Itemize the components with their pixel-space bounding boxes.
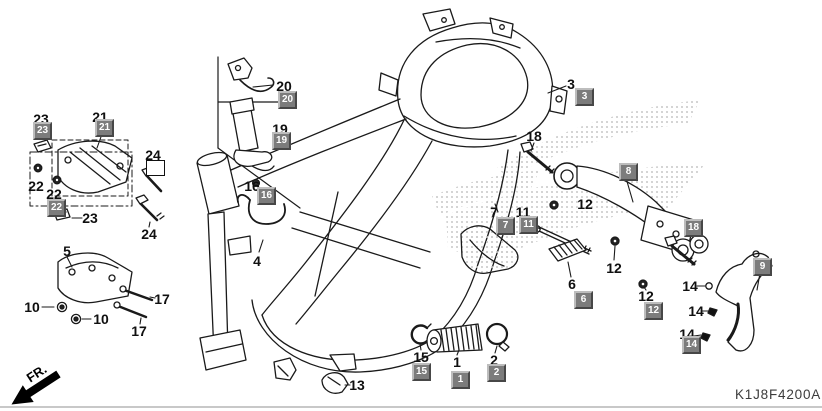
hook-part4 [236,194,286,225]
part-number-badge-15[interactable]: 15 [412,363,432,381]
main-frame-body [227,98,521,381]
part-number-badge-14[interactable]: 14 [682,336,702,354]
part-number-label-13: 13 [349,377,365,393]
part-number-label-14: 14 [688,303,704,319]
steering-column [196,151,247,371]
floor-bracket-part5 [56,252,154,325]
air-duct-part1 [426,323,483,353]
part-number-label-12: 12 [638,288,654,304]
cushion-part6 [548,238,587,262]
part-number-badge-9[interactable]: 9 [753,258,772,276]
part-number-label-10: 10 [24,299,40,315]
part-number-label-23: 23 [82,210,98,226]
band-clamp-part2 [485,322,510,352]
part-number-label-6: 6 [568,276,576,292]
part-number-badge-7[interactable]: 7 [496,217,515,235]
part-number-label-12: 12 [606,260,622,276]
bolt-part16 [251,178,261,188]
part-number-badge-22[interactable]: 22 [47,199,67,217]
part-number-label-7: 7 [490,204,498,220]
part-number-label-18: 18 [526,128,542,144]
honda-wing-watermark [432,100,706,263]
part-number-badge-6[interactable]: 6 [574,291,593,309]
rubber-mount-part7 [460,225,519,274]
stand-assembly-part19 [229,97,275,172]
part-number-badge-2[interactable]: 2 [487,364,506,382]
bolt-part18-right [664,235,697,266]
part-number-label-17: 17 [131,323,147,339]
nuts-part12 [549,200,648,289]
part-number-badge-23[interactable]: 23 [33,122,53,140]
part-number-label-2: 2 [490,352,498,368]
piece-part13 [321,372,349,394]
part-number-label-20: 20 [276,78,292,94]
rear-subframe-part3 [378,8,568,148]
part-number-label-1: 1 [453,354,461,370]
part-number-badge-16[interactable]: 16 [257,187,277,205]
part-number-label-24: 24 [141,226,157,242]
part-number-badge-8[interactable]: 8 [619,163,638,181]
part-number-label-10: 10 [93,311,109,327]
bolt-part18-left [520,141,555,174]
part-number-badge-3[interactable]: 3 [575,88,594,106]
part-number-badge-12[interactable]: 12 [644,302,664,320]
part-number-label-3: 3 [567,76,575,92]
part-number-label-4: 4 [253,253,261,269]
part-number-label-17: 17 [154,291,170,307]
part-number-badge-18[interactable]: 18 [684,219,704,237]
part-number-label-16: 16 [244,178,260,194]
part-number-label-12: 12 [577,196,593,212]
part-number-label-22: 22 [28,178,44,194]
diagram-part-code: K1J8F4200A [735,387,822,402]
part-number-badge-20[interactable]: 20 [278,91,298,109]
part-number-badge-1[interactable]: 1 [451,371,470,389]
side-stay-part9 [700,250,773,352]
engine-bracket-part21 [29,139,165,222]
part-number-label-14: 14 [682,278,698,294]
hanger-link-part8 [553,162,709,262]
empty-highlight-box[interactable] [146,160,165,176]
hook-bracket-part20 [227,57,275,93]
part-number-label-5: 5 [63,243,71,259]
part-number-badge-11[interactable]: 11 [519,216,538,234]
part-number-label-15: 15 [413,349,429,365]
part-number-badge-19[interactable]: 19 [272,132,292,150]
leader-lines [41,84,761,386]
part-number-label-11: 11 [515,204,531,220]
part-number-label-24: 24 [145,147,161,163]
part-number-badge-21[interactable]: 21 [95,119,115,137]
part-number-label-22: 22 [46,186,62,202]
